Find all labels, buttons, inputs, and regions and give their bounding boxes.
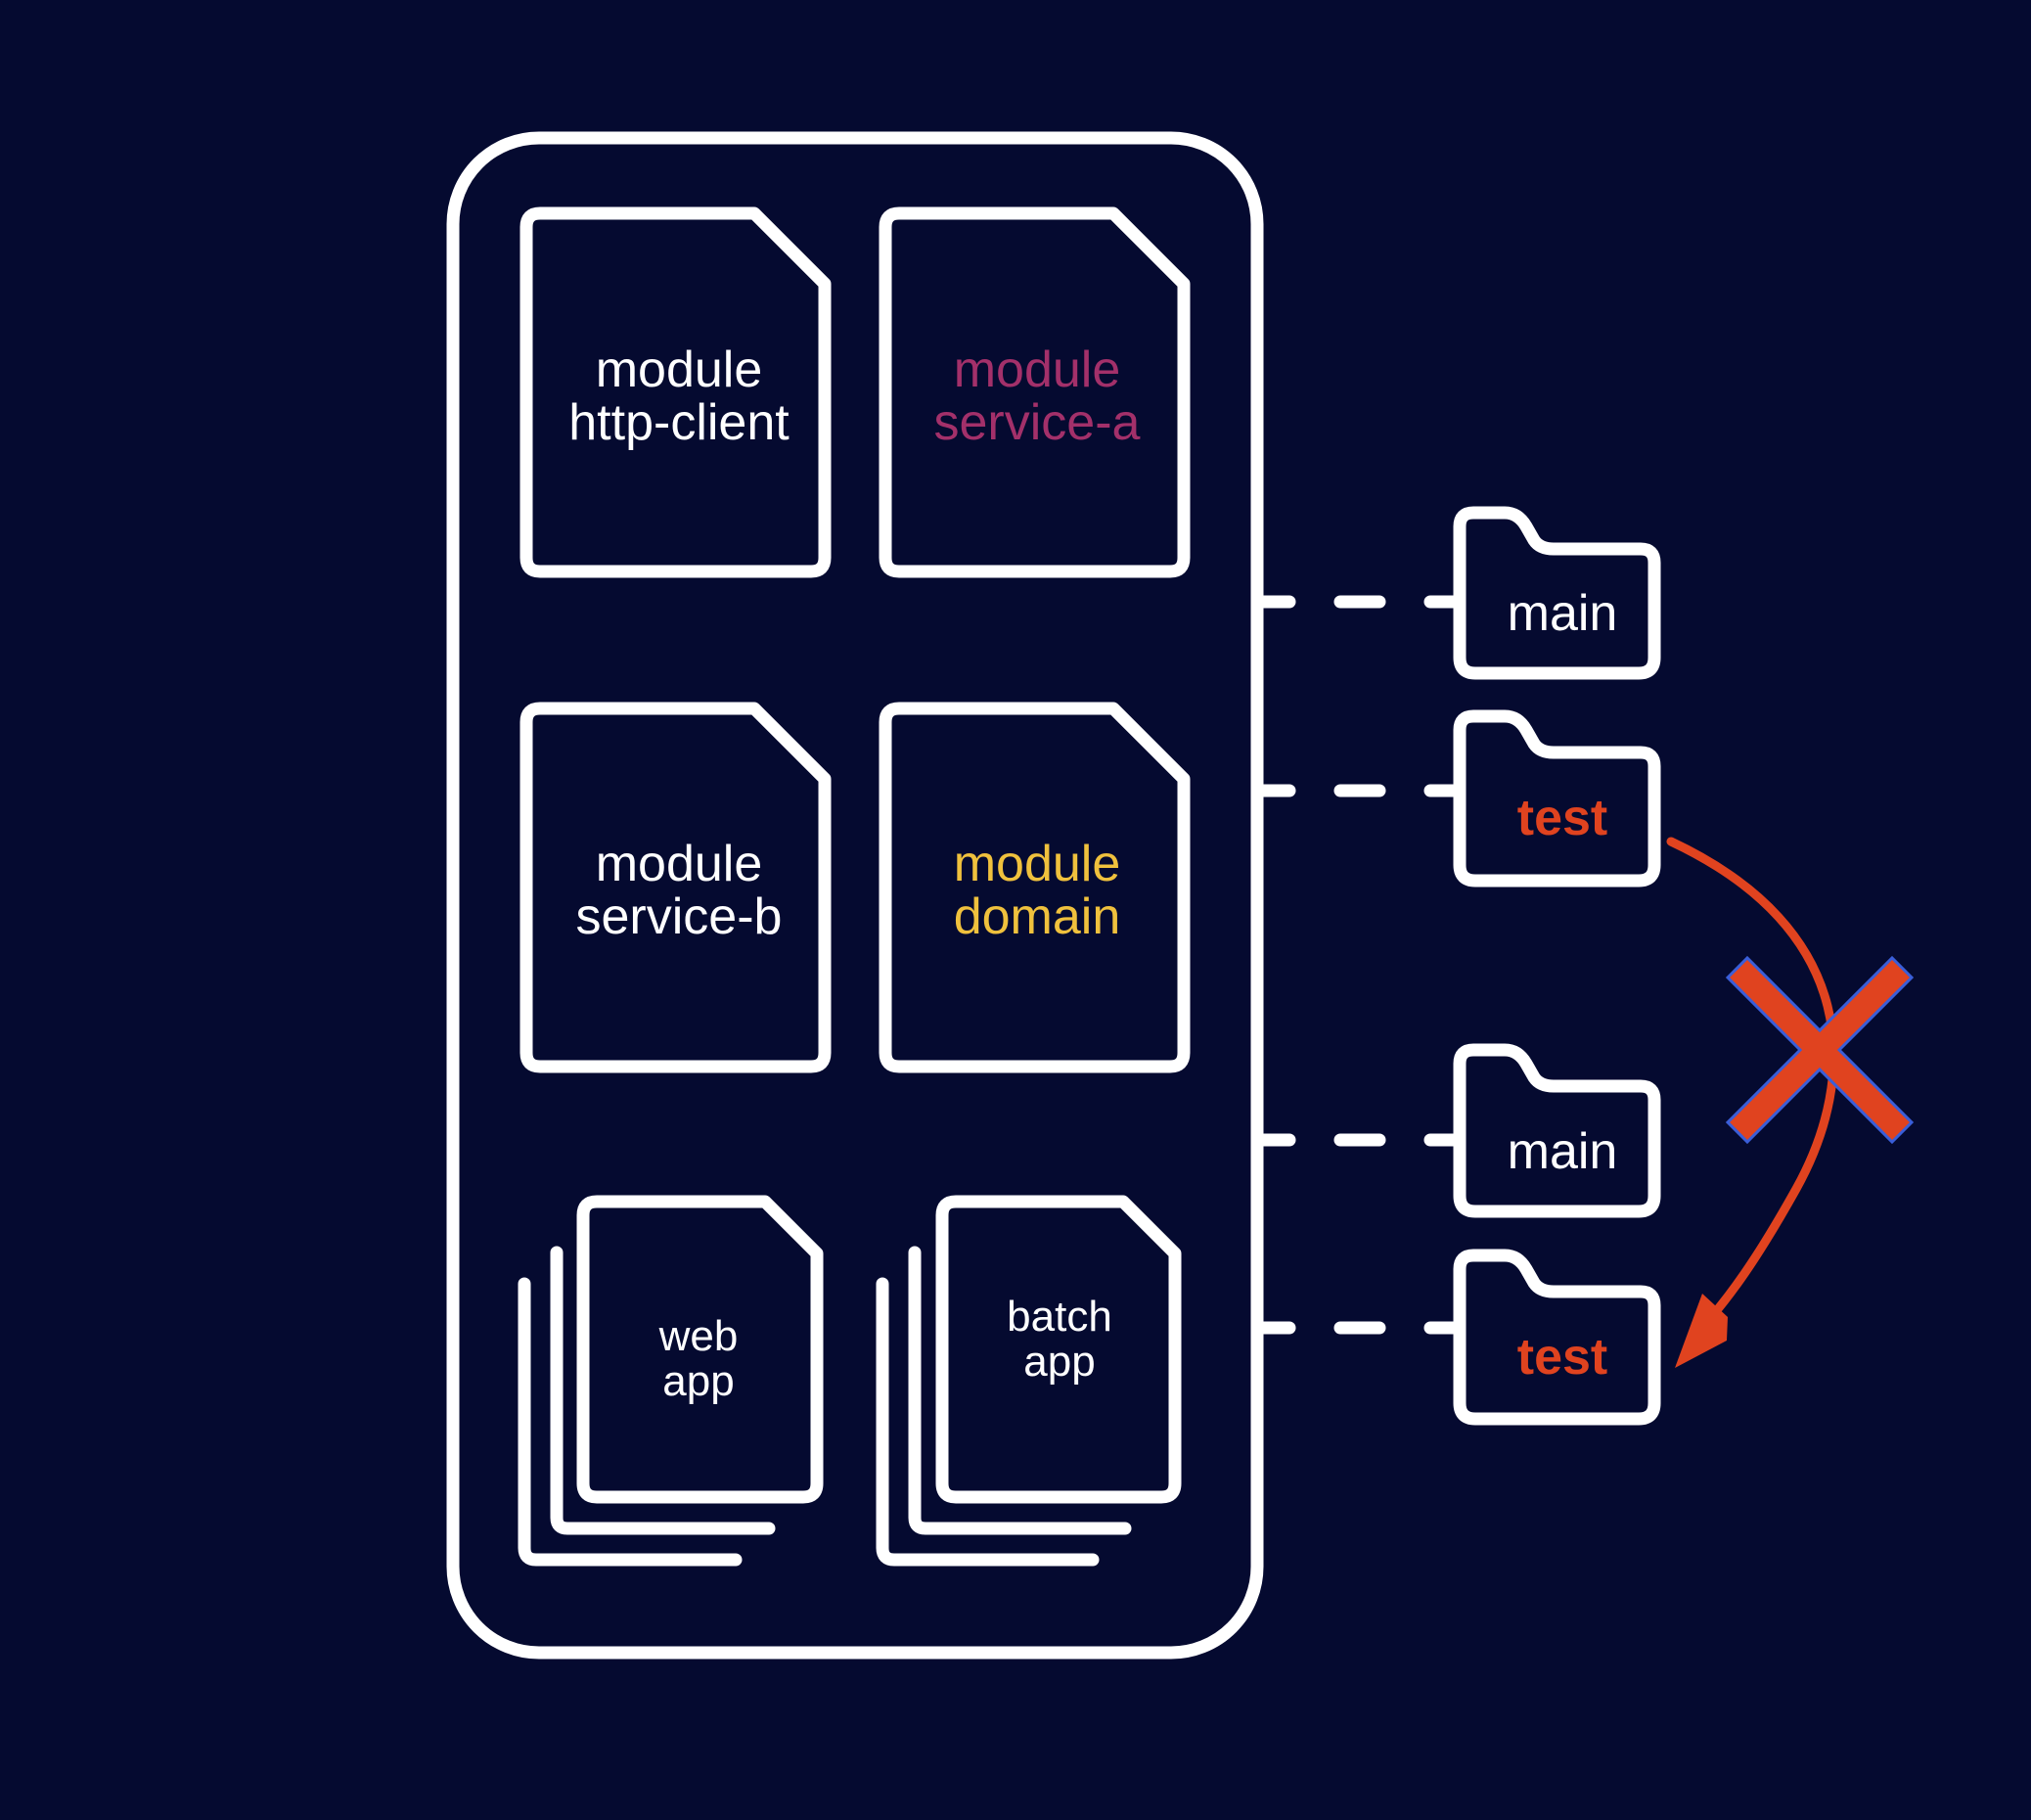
connector-group-upper <box>1250 490 1465 797</box>
module-domain: module domain <box>879 702 1191 1073</box>
module-service-b-line2: service-b <box>576 888 783 945</box>
file-icon <box>935 1195 1182 1504</box>
folder-outline <box>1453 709 1661 887</box>
connector-group-lower <box>1250 1030 1465 1335</box>
dependency-arrow-line <box>1666 837 1838 1321</box>
curved-arrow-icon <box>1666 837 1838 1368</box>
module-http-client-line2: http-client <box>568 394 790 451</box>
app-batch-line1: batch <box>1007 1293 1112 1341</box>
file-icon <box>519 206 832 578</box>
stack-line-back <box>518 1277 743 1567</box>
module-service-a-line2: service-a <box>934 394 1141 451</box>
dependency-arrow-head <box>1675 1294 1728 1368</box>
module-service-b: module service-b <box>519 702 832 1073</box>
module-service-a-line1: module <box>954 341 1121 398</box>
module-service-b-line1: module <box>596 836 763 892</box>
folder-outline <box>1453 1043 1661 1218</box>
stack-line-middle <box>908 1246 1132 1535</box>
module-domain-line2: domain <box>954 888 1121 945</box>
app-batch-line2: app <box>1023 1338 1095 1386</box>
stack-line-middle <box>550 1246 776 1535</box>
app-web-line1: web <box>658 1312 739 1360</box>
cross-mark <box>1725 955 1915 1145</box>
file-icon <box>879 702 1191 1073</box>
folder-test-2: test <box>1453 1249 1661 1426</box>
file-icon <box>576 1195 824 1504</box>
folder-test-1: test <box>1453 709 1661 887</box>
file-icon <box>879 206 1191 578</box>
app-web-line2: app <box>662 1357 734 1405</box>
module-http-client: module http-client <box>519 206 832 578</box>
app-batch: batch app <box>876 1195 1182 1567</box>
module-domain-line1: module <box>954 836 1121 892</box>
app-web: web app <box>518 1195 824 1567</box>
cross-icon <box>1725 955 1915 1145</box>
folder-main-1-label: main <box>1508 585 1618 642</box>
file-icon <box>519 702 832 1073</box>
stack-line-back <box>876 1277 1100 1567</box>
folder-outline <box>1453 506 1661 680</box>
module-service-a: module service-a <box>879 206 1191 578</box>
folder-outline <box>1453 1249 1661 1426</box>
folder-test-2-label: test <box>1517 1329 1607 1386</box>
module-http-client-line1: module <box>596 341 763 398</box>
folder-main-2-label: main <box>1508 1123 1618 1180</box>
folder-main-1: main <box>1453 506 1661 680</box>
project-container <box>446 131 1264 1660</box>
folder-main-2: main <box>1453 1043 1661 1218</box>
folder-test-1-label: test <box>1517 790 1607 846</box>
